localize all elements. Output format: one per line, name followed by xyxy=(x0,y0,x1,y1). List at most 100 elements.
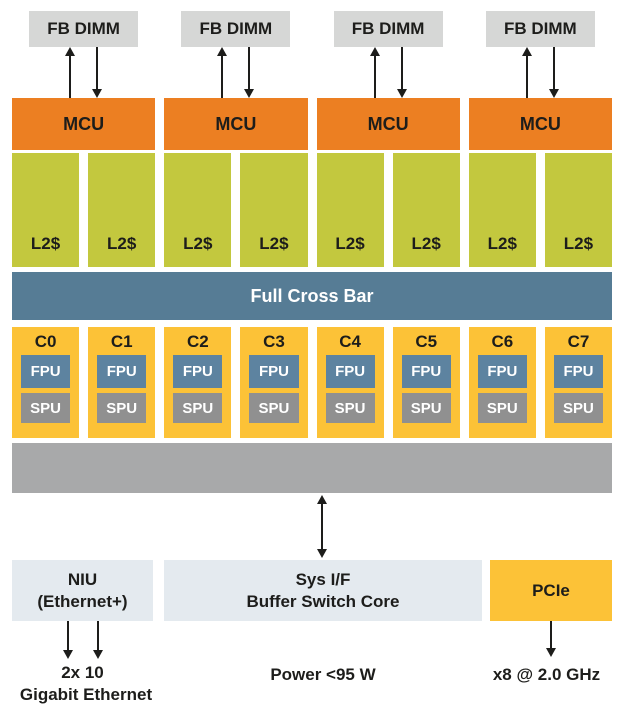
spu-box: SPU xyxy=(173,393,223,424)
l2-cache-row: L2$ L2$ L2$ L2$ L2$ L2$ L2$ L2$ xyxy=(12,153,612,267)
connector-pair xyxy=(12,47,155,98)
mcu-box: MCU xyxy=(12,98,156,150)
core-name-label: C4 xyxy=(339,332,361,351)
l2-cache-box: L2$ xyxy=(88,153,156,267)
fb-dimm-cell: FB DIMM xyxy=(164,11,307,47)
up-arrow-icon xyxy=(369,47,380,98)
core-box: C2 FPU SPU xyxy=(164,327,232,438)
l2-label: L2$ xyxy=(335,234,365,253)
mcu-box: MCU xyxy=(468,98,612,150)
mcu-label: MCU xyxy=(215,113,257,134)
fpu-box: FPU xyxy=(249,355,299,389)
fb-dimm-label: FB DIMM xyxy=(504,19,577,38)
mcu-label: MCU xyxy=(519,113,561,134)
fb-dimm-row: FB DIMM FB DIMM FB DIMM FB DIMM xyxy=(12,11,612,47)
fb-dimm-cell: FB DIMM xyxy=(469,11,612,47)
core-name-label: C6 xyxy=(491,332,514,351)
core-box: C1 FPU SPU xyxy=(88,327,156,438)
down-arrow-icon xyxy=(92,47,103,98)
fb-dimm-box: FB DIMM xyxy=(181,11,291,47)
core-name-label: C5 xyxy=(415,332,438,351)
sysif-label-line2: Buffer Switch Core xyxy=(246,591,400,611)
fb-dimm-box: FB DIMM xyxy=(29,11,139,47)
mcu-box: MCU xyxy=(164,98,308,150)
l2-cache-box: L2$ xyxy=(316,153,384,267)
ethernet-caption-line2: Gigabit Ethernet xyxy=(19,685,153,704)
down-arrow-icon xyxy=(92,621,103,659)
sysif-box: Sys I/F Buffer Switch Core xyxy=(164,560,482,621)
niu-label-line1: NIU xyxy=(67,570,98,590)
connector-pair xyxy=(469,47,612,98)
fb-dimm-label: FB DIMM xyxy=(199,19,273,38)
l2-cache-box: L2$ xyxy=(12,153,80,267)
up-arrow-icon xyxy=(65,47,76,98)
fb-dimm-label: FB DIMM xyxy=(351,19,425,38)
connector-pair xyxy=(317,47,460,98)
ethernet-caption-line1: 2x 10 xyxy=(61,663,104,682)
down-arrow-icon xyxy=(396,47,407,98)
l2-label: L2$ xyxy=(259,234,289,253)
mcu-label: MCU xyxy=(63,113,105,134)
up-arrow-icon xyxy=(521,47,532,98)
fpu-box: FPU xyxy=(325,355,375,389)
cores-row: C0 FPU SPU C1 FPU SPU C2 FPU SPU C3 FPU … xyxy=(12,327,612,438)
fpu-box: FPU xyxy=(173,355,223,389)
double-arrow-icon xyxy=(316,495,327,558)
fpu-box: FPU xyxy=(401,355,451,389)
l2-label: L2$ xyxy=(107,234,137,253)
core-name-label: C1 xyxy=(110,332,133,351)
fb-dimm-mcu-connectors xyxy=(12,47,612,98)
niu-box: NIU (Ethernet+) xyxy=(12,560,153,621)
fb-dimm-cell: FB DIMM xyxy=(317,11,460,47)
mcu-label: MCU xyxy=(367,113,409,134)
l2-label: L2$ xyxy=(183,234,213,253)
bus-sysif-connector xyxy=(316,495,328,558)
l2-label: L2$ xyxy=(411,234,441,253)
down-arrow-icon xyxy=(548,47,559,98)
up-arrow-icon xyxy=(217,47,228,98)
spu-box: SPU xyxy=(401,393,451,424)
down-arrow-icon xyxy=(546,621,557,657)
fpu-box: FPU xyxy=(21,355,71,389)
niu-label-line2: (Ethernet+) xyxy=(37,591,128,611)
fpu-box: FPU xyxy=(553,355,603,389)
spu-box: SPU xyxy=(553,393,603,424)
core-name-label: C2 xyxy=(186,332,209,351)
l2-label: L2$ xyxy=(563,234,594,253)
l2-cache-box: L2$ xyxy=(544,153,612,267)
down-arrow-icon xyxy=(244,47,255,98)
fb-dimm-cell: FB DIMM xyxy=(12,11,155,47)
spu-box: SPU xyxy=(97,393,147,424)
l2-cache-box: L2$ xyxy=(468,153,536,267)
sysif-label-line1: Sys I/F xyxy=(295,570,351,590)
l2-label: L2$ xyxy=(487,234,517,253)
power-caption: Power <95 W xyxy=(270,665,376,684)
spu-box: SPU xyxy=(325,393,375,424)
spu-box: SPU xyxy=(21,393,71,424)
fpu-box: FPU xyxy=(477,355,527,389)
fb-dimm-box: FB DIMM xyxy=(485,11,595,47)
ethernet-connectors xyxy=(12,621,153,659)
connector-pair xyxy=(164,47,307,98)
fb-dimm-box: FB DIMM xyxy=(333,11,443,47)
pcie-connector xyxy=(490,621,612,657)
core-name-label: C7 xyxy=(567,332,590,351)
pcie-label: PCIe xyxy=(532,580,570,600)
core-box: C4 FPU SPU xyxy=(316,327,384,438)
spu-box: SPU xyxy=(249,393,299,424)
core-name-label: C0 xyxy=(34,332,57,351)
pcie-box: PCIe xyxy=(490,560,612,621)
l2-cache-box: L2$ xyxy=(164,153,232,267)
l2-cache-box: L2$ xyxy=(392,153,460,267)
l2-label: L2$ xyxy=(30,234,61,253)
crossbar-label: Full Cross Bar xyxy=(250,285,374,306)
down-arrow-icon xyxy=(62,621,73,659)
l2-cache-box: L2$ xyxy=(240,153,308,267)
core-box: C3 FPU SPU xyxy=(240,327,308,438)
spu-box: SPU xyxy=(477,393,527,424)
core-box: C0 FPU SPU xyxy=(12,327,80,438)
mcu-row: MCU MCU MCU MCU xyxy=(12,98,612,150)
core-box: C7 FPU SPU xyxy=(544,327,612,438)
mcu-box: MCU xyxy=(316,98,460,150)
